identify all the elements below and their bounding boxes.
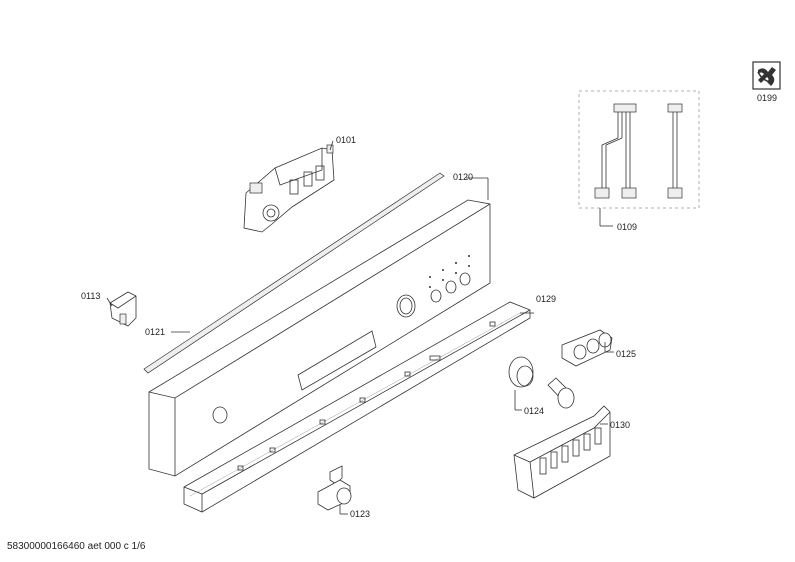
electronic-module-0101 <box>243 140 335 233</box>
label-0125: 0125 <box>616 349 636 359</box>
label-0199: 0199 <box>757 93 777 103</box>
label-0113: 0113 <box>81 291 100 301</box>
front-panel-0120 <box>148 177 491 477</box>
label-0121: 0121 <box>145 327 165 337</box>
button-block-0125 <box>561 329 614 367</box>
label-0123: 0123 <box>350 509 370 519</box>
clip-0113 <box>106 291 137 327</box>
label-0130: 0130 <box>610 420 630 430</box>
label-0109: 0109 <box>617 222 637 232</box>
wrench-service-icon[interactable] <box>752 61 781 90</box>
knob-0124 <box>508 356 575 411</box>
document-id: 58300000166460 aet 000 c 1/6 <box>7 541 146 552</box>
panel-rail-0129 <box>183 301 534 513</box>
door-lock-0123 <box>317 465 352 515</box>
label-0124: 0124 <box>524 406 544 416</box>
label-0120: 0120 <box>453 172 473 182</box>
wiring-harness-0109 <box>578 90 700 227</box>
holder-0130 <box>513 405 611 499</box>
label-0129: 0129 <box>536 294 556 304</box>
label-0101: 0101 <box>336 135 356 145</box>
sealing-strip-0121 <box>143 172 445 374</box>
